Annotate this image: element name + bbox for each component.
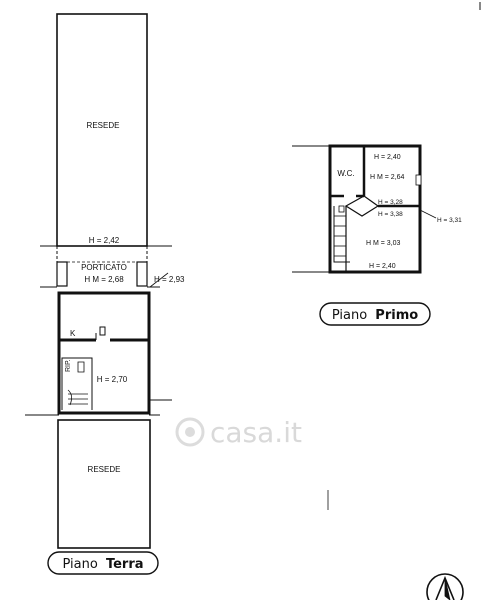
height-label-bottom: H = 2,40 — [369, 263, 396, 270]
svg-text:Piano Primo: Piano Primo — [332, 308, 418, 323]
height-label-mid-lower: H = 3,38 — [378, 211, 403, 218]
watermark-logo-icon — [175, 417, 205, 447]
ground-floor-title: Piano Terra — [47, 551, 159, 575]
height-label-mid-upper: H = 3,28 — [378, 199, 403, 206]
watermark-text: casa.it — [210, 416, 302, 449]
first-floor-walls — [328, 144, 437, 274]
first-floor-plan: W.C. H = 2,40 H M = 2,64 H = 3,28 H = 3,… — [292, 144, 462, 274]
height-label-wc-hm: H M = 2,64 — [370, 174, 405, 181]
ground-floor-title-terra: Terra — [106, 557, 144, 572]
ground-floor-plan: RESEDE H = 2,42 PORTICATO H M = 2,68 H =… — [25, 13, 185, 549]
height-label-resede-edge: H = 2,42 — [89, 236, 120, 245]
resede-bottom-area — [57, 419, 151, 549]
resede-top-area — [40, 13, 172, 262]
porticato-area — [40, 261, 169, 288]
edge-marks — [327, 2, 481, 510]
room-label-k: K — [70, 329, 76, 338]
watermark: casa.it — [175, 416, 302, 449]
room-label-porticato: PORTICATO — [81, 263, 127, 272]
first-floor-title-primo: Primo — [375, 308, 418, 323]
room-label-resede-top: RESEDE — [87, 121, 120, 130]
room-label-wc: W.C. — [337, 169, 354, 178]
room-label-rip: RIP. — [65, 359, 72, 372]
first-floor-title: Piano Primo — [319, 302, 431, 326]
height-label-porticato-hm: H M = 2,68 — [84, 275, 124, 284]
height-label-room-hm: H M = 3,03 — [366, 240, 401, 247]
height-label-top: H = 2,40 — [374, 154, 401, 161]
height-label-main-room: H = 2,70 — [97, 375, 128, 384]
height-label-side: H = 3,31 — [437, 217, 462, 224]
ground-floor-title-piano: Piano — [62, 557, 97, 572]
ground-floor-walls — [25, 291, 172, 416]
svg-text:Piano Terra: Piano Terra — [62, 557, 143, 572]
height-label-porticato-side: H = 2,93 — [154, 275, 185, 284]
room-label-resede-bottom: RESEDE — [88, 465, 121, 474]
first-floor-title-piano: Piano — [332, 308, 367, 323]
north-arrow-icon — [426, 573, 464, 600]
